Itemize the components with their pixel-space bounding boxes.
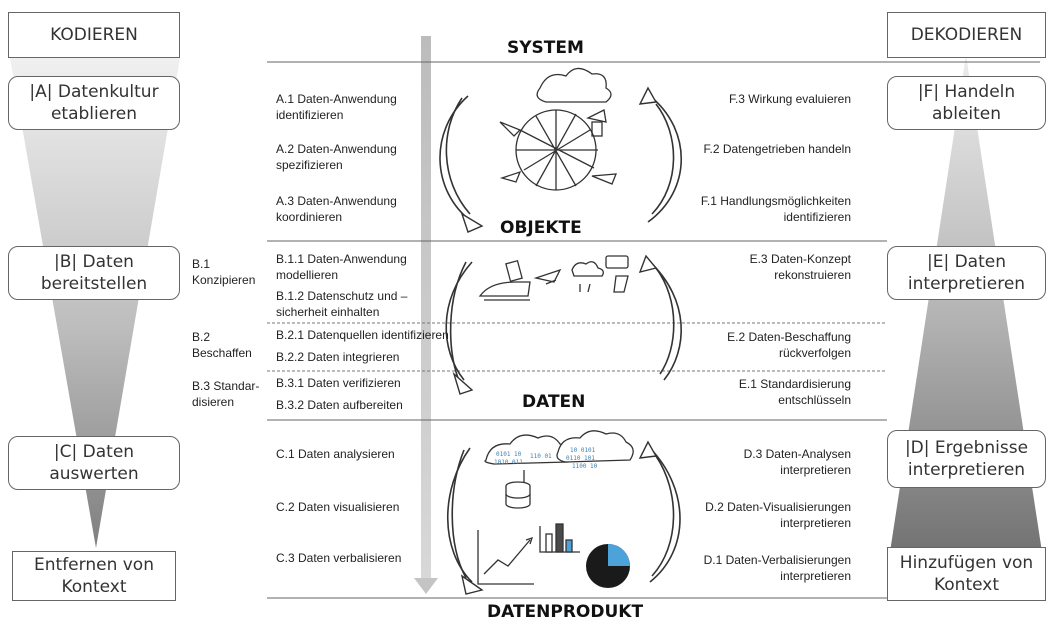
item-e3: E.3 Daten-Konzept rekonstruieren (749, 252, 851, 282)
item-e1: E.1 Standardisierung entschlüsseln (738, 377, 851, 407)
pie-chart-icon (586, 544, 630, 588)
line-chart-icon (477, 530, 534, 585)
right-footer-box: Hinzufügen von Kontext (887, 547, 1046, 601)
item-b22: B.2.2 Daten integrieren (276, 350, 400, 364)
item-f2: F.2 Datengetrieben handeln (703, 142, 851, 156)
phase-f-box: |F| Handeln ableiten (887, 76, 1046, 130)
svg-text:0110 101: 0110 101 (566, 455, 595, 462)
objects-sketch-icon (478, 255, 629, 301)
bar-chart-icon (539, 523, 580, 553)
item-b31: B.3.1 Daten verifizieren (276, 376, 401, 390)
item-b11: B.1.1 Daten-Anwendung modellieren (276, 252, 407, 282)
svg-text:1100 10: 1100 10 (572, 463, 598, 470)
level-objekte: OBJEKTE (500, 218, 582, 238)
item-b21: B.2.1 Datenquellen identifizieren (276, 328, 449, 342)
level-datenprodukt: DATENPRODUKT (487, 602, 644, 622)
svg-text:1010 011: 1010 011 (494, 459, 523, 466)
item-c2: C.2 Daten visualisieren (276, 500, 400, 514)
item-a3: A.3 Daten-Anwendung koordinieren (276, 194, 397, 224)
subphase-b3: B.3 Standar- disieren (192, 379, 260, 409)
subphase-b2: B.2 Beschaffen (192, 330, 252, 360)
item-b32: B.3.2 Daten aufbereiten (276, 398, 403, 412)
item-d3: D.3 Daten-Analysen interpretieren (743, 447, 851, 477)
phase-b-box: |B| Daten bereitstellen (8, 246, 180, 300)
phase-a-box: |A| Datenkultur etablieren (8, 76, 180, 130)
item-d1: D.1 Daten-Verbalisierungen interpretiere… (703, 553, 851, 583)
phase-e-box: |E| Daten interpretieren (887, 246, 1046, 300)
item-c1: C.1 Daten analysieren (276, 447, 395, 461)
center-arrow-shaft (421, 36, 431, 581)
svg-text:110 01: 110 01 (530, 453, 552, 460)
phase-c-box: |C| Daten auswerten (8, 436, 180, 490)
subphase-b1: B.1 Konzipieren (192, 257, 256, 287)
item-a2: A.2 Daten-Anwendung spezifizieren (276, 142, 397, 172)
left-footer-box: Entfernen von Kontext (12, 551, 176, 601)
level-system: SYSTEM (507, 38, 584, 58)
data-cloud-sketch-icon (484, 430, 634, 509)
item-c3: C.3 Daten verbalisieren (276, 551, 402, 565)
phase-d-box: |D| Ergebnisse interpretieren (887, 430, 1046, 488)
svg-text:0101 10: 0101 10 (496, 451, 522, 458)
item-d2: D.2 Daten-Visualisierungen interpretiere… (705, 500, 851, 530)
dekodieren-header: DEKODIEREN (887, 12, 1046, 58)
kodieren-header: KODIEREN (8, 12, 180, 58)
item-a1: A.1 Daten-Anwendung identifizieren (276, 92, 397, 122)
left-funnel (10, 58, 180, 548)
system-sketch-icon (499, 67, 617, 191)
svg-text:10 0101: 10 0101 (570, 447, 596, 454)
item-f3: F.3 Wirkung evaluieren (728, 92, 851, 106)
item-f1: F.1 Handlungsmöglichkeiten identifiziere… (700, 194, 851, 224)
item-e2: E.2 Daten-Beschaffung rückverfolgen (727, 330, 851, 360)
center-arrow-head (414, 578, 438, 594)
item-b12: B.1.2 Datenschutz und – sicherheit einha… (276, 289, 408, 319)
level-daten: DATEN (522, 392, 586, 412)
